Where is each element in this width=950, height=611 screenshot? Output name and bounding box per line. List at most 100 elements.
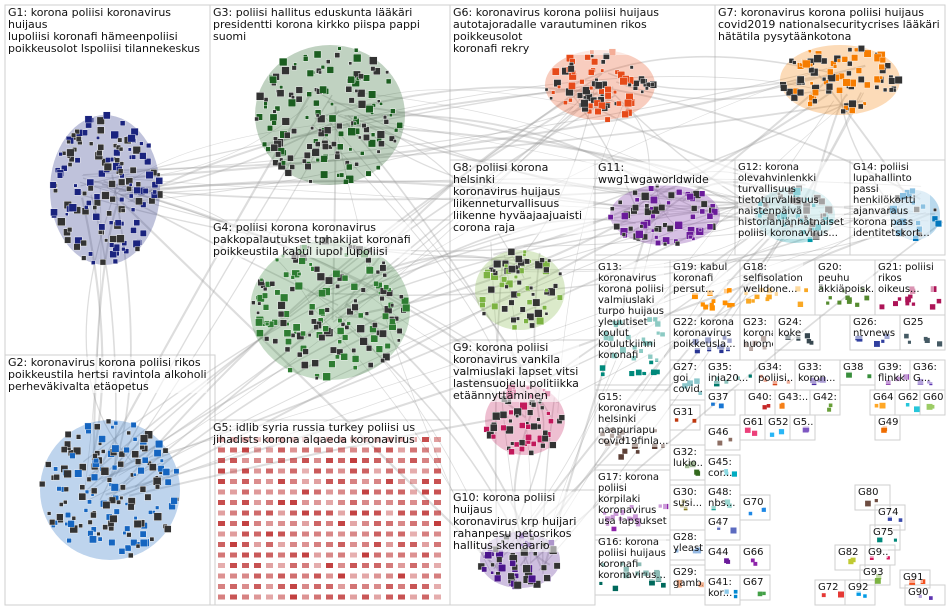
node xyxy=(809,81,814,86)
node xyxy=(930,404,935,409)
node xyxy=(218,458,225,463)
node xyxy=(402,303,411,313)
node xyxy=(74,129,80,135)
node xyxy=(434,447,441,453)
node xyxy=(300,330,306,337)
node xyxy=(624,99,633,108)
group-label-g75: G75 xyxy=(873,527,894,538)
node xyxy=(266,584,273,589)
node xyxy=(100,467,110,476)
node xyxy=(135,197,143,206)
node xyxy=(128,552,134,559)
node xyxy=(607,214,614,221)
group-label-g16: G16: korona poliisi huijaus koronafi kor… xyxy=(598,537,666,581)
group-label-g93: G93 xyxy=(863,567,884,578)
group-label-g9: G9: korona poliisi koronavirus vankila v… xyxy=(453,342,579,402)
node xyxy=(338,510,345,516)
group-label-g48: G48: nbs... xyxy=(708,487,736,509)
node xyxy=(568,97,573,103)
node xyxy=(806,339,812,344)
node xyxy=(515,414,519,418)
node xyxy=(350,458,357,463)
node xyxy=(382,273,387,278)
node xyxy=(398,521,405,526)
node xyxy=(410,521,417,526)
node xyxy=(326,468,333,474)
group-label-g20: G20: peuhu äkkiäpoisk... xyxy=(818,262,873,295)
node xyxy=(139,152,147,160)
group-label-g91: G91 xyxy=(903,572,924,583)
node xyxy=(354,89,359,93)
node xyxy=(145,171,154,180)
node xyxy=(348,61,353,66)
node xyxy=(102,501,111,509)
node xyxy=(218,489,225,495)
node xyxy=(218,510,225,516)
node xyxy=(914,406,920,413)
node xyxy=(78,463,87,471)
node xyxy=(254,521,261,526)
group-label-g72: G72 xyxy=(818,582,839,593)
group-box-g80 xyxy=(854,484,891,511)
node xyxy=(353,121,357,126)
node xyxy=(284,346,291,353)
node xyxy=(907,340,911,344)
node xyxy=(374,552,381,558)
node xyxy=(422,584,429,589)
node xyxy=(108,220,114,225)
node xyxy=(519,306,526,313)
group-label-g18: G18: selfisolation welldone... xyxy=(743,262,803,295)
node xyxy=(78,523,83,528)
node xyxy=(265,321,270,326)
node xyxy=(854,47,859,53)
node xyxy=(120,208,126,213)
node xyxy=(398,584,405,589)
node xyxy=(748,374,752,378)
node xyxy=(434,584,441,589)
node xyxy=(251,300,256,305)
node xyxy=(828,296,832,300)
node xyxy=(242,489,249,495)
node xyxy=(337,143,344,151)
edge xyxy=(106,186,339,306)
node xyxy=(533,551,538,556)
node xyxy=(318,289,326,298)
node xyxy=(644,203,650,209)
node xyxy=(101,191,110,200)
node xyxy=(434,489,441,495)
node xyxy=(744,427,751,433)
node xyxy=(706,212,714,220)
node xyxy=(230,510,237,516)
node xyxy=(290,275,295,280)
node xyxy=(894,75,903,84)
node xyxy=(338,594,345,600)
node xyxy=(534,260,543,269)
group-label-g40: G40:... xyxy=(748,392,773,403)
node xyxy=(118,450,126,458)
node xyxy=(676,188,683,196)
node xyxy=(144,158,152,166)
node xyxy=(290,563,297,568)
node xyxy=(230,563,237,568)
edge xyxy=(118,85,593,476)
node xyxy=(434,458,441,463)
node xyxy=(278,584,285,589)
node xyxy=(516,292,521,297)
node xyxy=(290,489,297,495)
node xyxy=(612,585,619,592)
node xyxy=(92,212,101,221)
node xyxy=(331,141,337,147)
node xyxy=(350,552,357,558)
edge xyxy=(85,188,102,486)
node xyxy=(328,360,336,368)
node xyxy=(722,300,728,306)
node xyxy=(828,403,833,408)
node xyxy=(302,458,309,463)
node xyxy=(422,563,429,568)
node xyxy=(306,91,312,98)
node xyxy=(645,86,649,91)
node xyxy=(508,299,515,306)
node xyxy=(627,82,632,87)
node xyxy=(98,223,106,231)
node xyxy=(302,531,309,537)
